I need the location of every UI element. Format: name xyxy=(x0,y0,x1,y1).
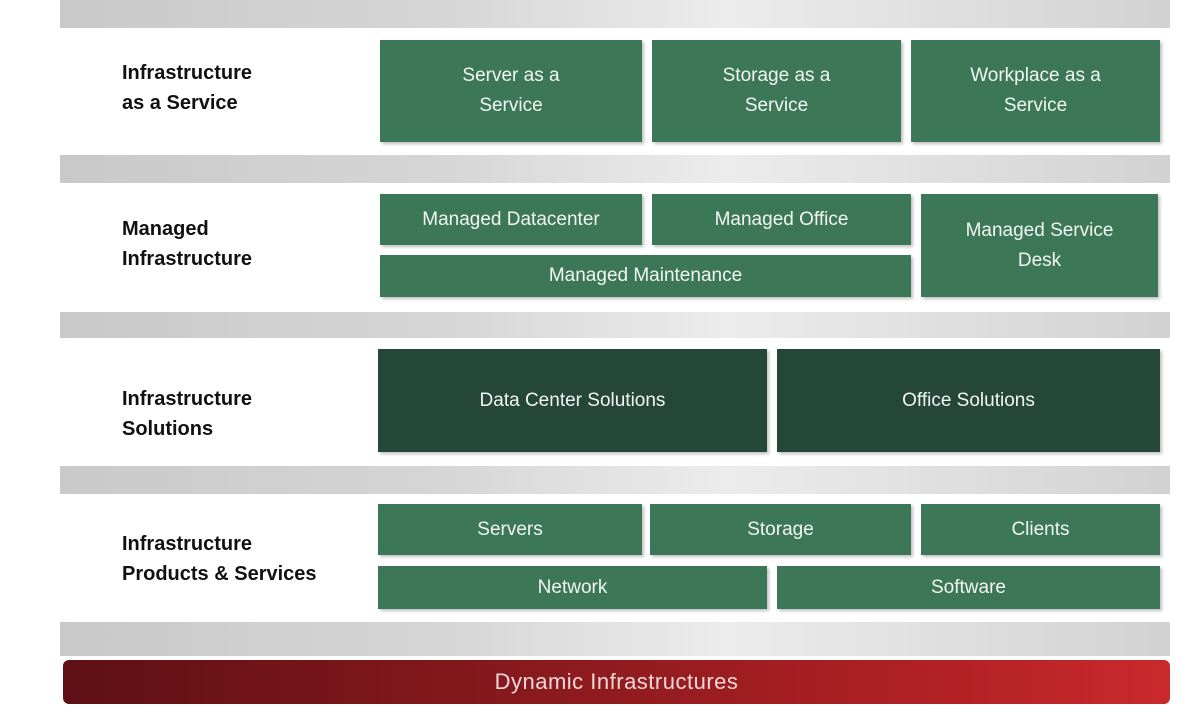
row-label-managed: Managed Infrastructure xyxy=(122,218,253,270)
row-label-solutions: Infrastructure Solutions xyxy=(122,388,253,440)
box-software: Software xyxy=(777,566,1160,609)
box-workplace-as-a-service: Workplace as a Service xyxy=(911,40,1160,142)
box-managed-datacenter: Managed Datacenter xyxy=(380,194,642,245)
box-data-center-solutions: Data Center Solutions xyxy=(378,349,767,452)
separator-bar-2 xyxy=(60,312,1170,338)
row-label-iaas: Infrastructure as a Service xyxy=(122,62,253,114)
box-clients: Clients xyxy=(921,504,1160,555)
box-network: Network xyxy=(378,566,767,609)
separator-bar-4 xyxy=(60,622,1170,656)
box-storage: Storage xyxy=(650,504,911,555)
box-office-solutions: Office Solutions xyxy=(777,349,1160,452)
separator-bar-1 xyxy=(60,155,1170,183)
box-managed-service-desk: Managed Service Desk xyxy=(921,194,1158,297)
box-managed-maintenance: Managed Maintenance xyxy=(380,255,911,297)
row-label-products: Infrastructure Products & Services xyxy=(122,533,317,585)
separator-bar-top xyxy=(60,0,1170,28)
box-managed-office: Managed Office xyxy=(652,194,911,245)
separator-bar-3 xyxy=(60,466,1170,494)
box-server-as-a-service: Server as a Service xyxy=(380,40,642,142)
box-storage-as-a-service: Storage as a Service xyxy=(652,40,901,142)
box-servers: Servers xyxy=(378,504,642,555)
foundation-dynamic-infrastructures: Dynamic Infrastructures xyxy=(63,660,1170,704)
